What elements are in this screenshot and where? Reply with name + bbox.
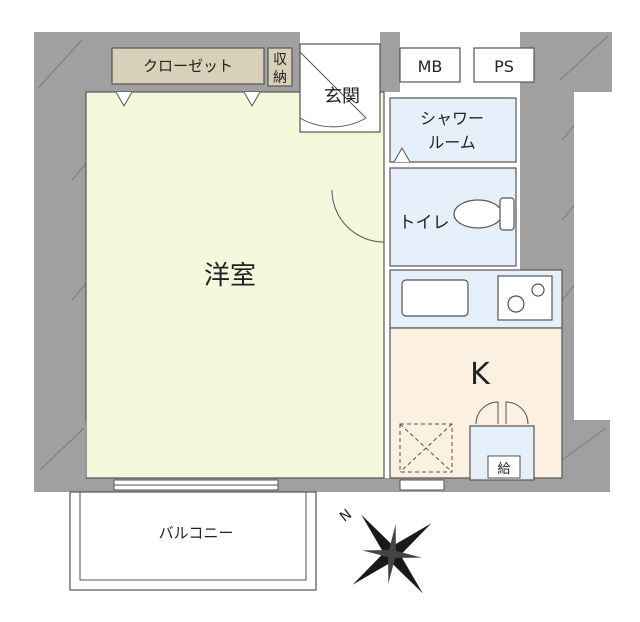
ps-box (473, 47, 535, 83)
sink-icon (401, 279, 469, 317)
closet-area (111, 47, 265, 85)
compass-north-label: N (337, 506, 355, 525)
shower-room-area (389, 97, 517, 163)
mb-label: MB (418, 57, 443, 76)
shower-room-label-1: シャワー (420, 109, 484, 128)
mb-box (399, 47, 461, 83)
western-room-label: 洋室 (204, 261, 256, 291)
closet-label: クローゼット (143, 57, 233, 75)
shower-room-label-2: ルーム (428, 133, 476, 152)
toilet-label: トイレ (399, 213, 450, 233)
kitchen-label: K (470, 357, 491, 392)
kitchen-window (399, 479, 445, 491)
entrance-door-swing (299, 52, 367, 128)
storage-label-top: 収 (273, 52, 287, 68)
compass-rose-icon (352, 514, 432, 594)
toilet-room-area (389, 167, 517, 267)
balcony-area (69, 491, 317, 591)
entrance-label: 玄関 (324, 86, 360, 107)
stove-icon (497, 275, 553, 321)
storage-area (267, 47, 293, 87)
fridge-space (399, 423, 453, 473)
closet-doors (115, 91, 261, 108)
ps-label: PS (494, 57, 514, 76)
water-heater-box (487, 455, 521, 479)
balcony-label: バルコニー (159, 524, 234, 542)
toilet-fixture (453, 197, 515, 231)
water-heater-label: 給 (497, 462, 510, 477)
storage-label-bottom: 納 (273, 70, 287, 86)
toilet-door-swing (331, 189, 385, 243)
western-room-area (85, 91, 385, 479)
